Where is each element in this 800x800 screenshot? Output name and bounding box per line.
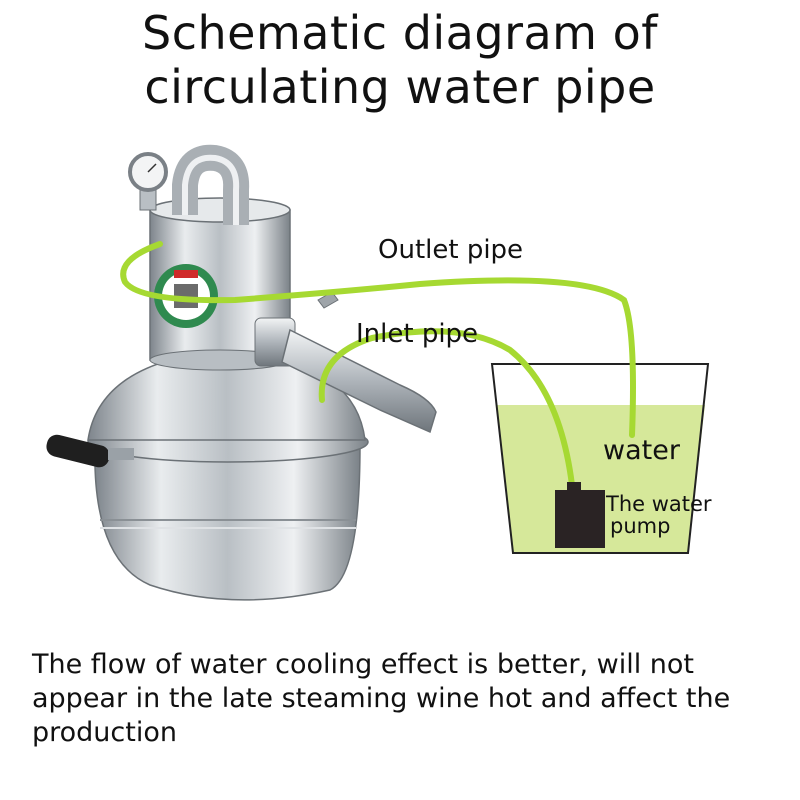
thermometer-icon xyxy=(128,152,168,211)
pump-label-line-1: The water xyxy=(605,492,712,516)
circulation-diagram: Outlet pipe Inlet pipe water The water p… xyxy=(46,144,712,601)
water-pump-icon xyxy=(555,482,605,548)
inlet-hose xyxy=(318,328,575,488)
water-bucket xyxy=(490,363,710,554)
title-line-1: Schematic diagram of xyxy=(142,6,658,60)
pot-handle xyxy=(46,434,110,468)
pump-label-line-2: pump xyxy=(610,514,670,538)
bucket-outline xyxy=(490,363,710,554)
water-label: water xyxy=(603,435,681,466)
pump-body xyxy=(555,490,605,548)
outlet-hose xyxy=(120,241,636,438)
inlet-pipe-label: Inlet pipe xyxy=(356,319,478,349)
outlet-pipe-label: Outlet pipe xyxy=(378,235,523,265)
distiller-image xyxy=(46,144,437,601)
water-fill xyxy=(496,405,705,553)
pot-body xyxy=(94,444,361,601)
caption-text: The flow of water cooling effect is bett… xyxy=(32,649,731,748)
page-title: Schematic diagram of circulating water p… xyxy=(0,6,800,114)
title-line-2: circulating water pipe xyxy=(144,60,656,114)
